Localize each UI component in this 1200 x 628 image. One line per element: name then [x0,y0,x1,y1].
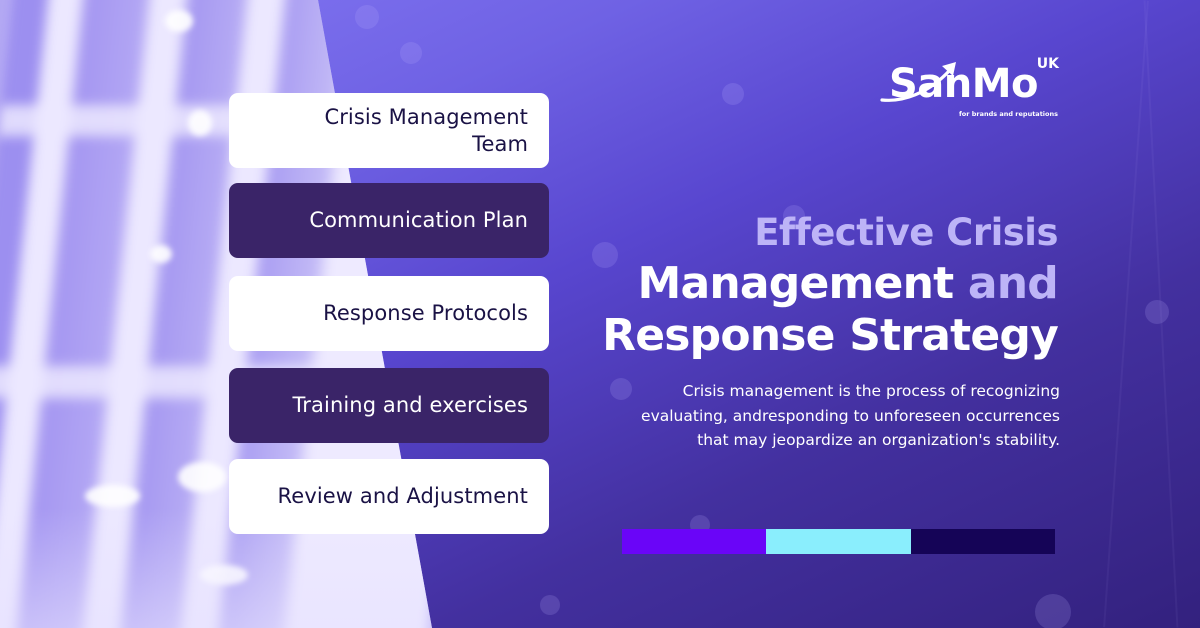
logo-tagline: for brands and reputations [958,110,1058,118]
page-title: Effective Crisis Management and Response… [498,208,1059,362]
title-line-2-main: Management [637,258,954,309]
logo-superscript: UK [1036,56,1059,72]
description-text: Crisis management is the process of reco… [641,382,1060,449]
card-crisis-management-team[interactable]: Crisis Management Team [229,93,549,168]
title-line-3: Response Strategy [602,310,1059,361]
tricolor-bar-segment-cyan [766,529,911,554]
light-reflection [150,245,172,263]
tricolor-bar-segment-navy [910,529,1055,554]
rising-arrow-swoosh-icon [880,62,956,102]
light-streak-decoration [1103,0,1149,628]
bokeh-decoration [540,595,560,615]
bokeh-decoration [722,83,744,105]
card-review-and-adjustment[interactable]: Review and Adjustment [229,459,549,534]
card-label: Communication Plan [309,208,528,232]
light-streak-decoration [1143,0,1179,628]
card-label: Training and exercises [292,393,528,417]
card-label: Crisis Management Team [324,104,528,156]
bokeh-decoration [355,5,379,29]
bokeh-decoration [1145,300,1169,324]
title-line-2-accent: and [967,258,1059,309]
card-label: Response Protocols [323,301,528,325]
logo-wordmark: SanMo [888,61,1039,107]
title-line-2: Management and [498,258,1058,310]
light-reflection [178,462,226,492]
card-label: Review and Adjustment [277,484,528,508]
tricolor-bar-segment-violet [622,529,767,554]
light-reflection [165,10,193,32]
sanmo-logo[interactable]: SanMo UK for brands and reputations [880,56,1062,124]
tricolor-bar [622,529,1055,554]
light-reflection [188,110,212,136]
card-training-and-exercises[interactable]: Training and exercises [229,368,549,443]
bokeh-decoration [1035,594,1071,628]
title-line-1: Effective Crisis [754,211,1058,254]
card-response-protocols[interactable]: Response Protocols [229,276,549,351]
light-reflection [85,485,140,507]
card-communication-plan[interactable]: Communication Plan [229,183,549,258]
bokeh-decoration [400,42,422,64]
